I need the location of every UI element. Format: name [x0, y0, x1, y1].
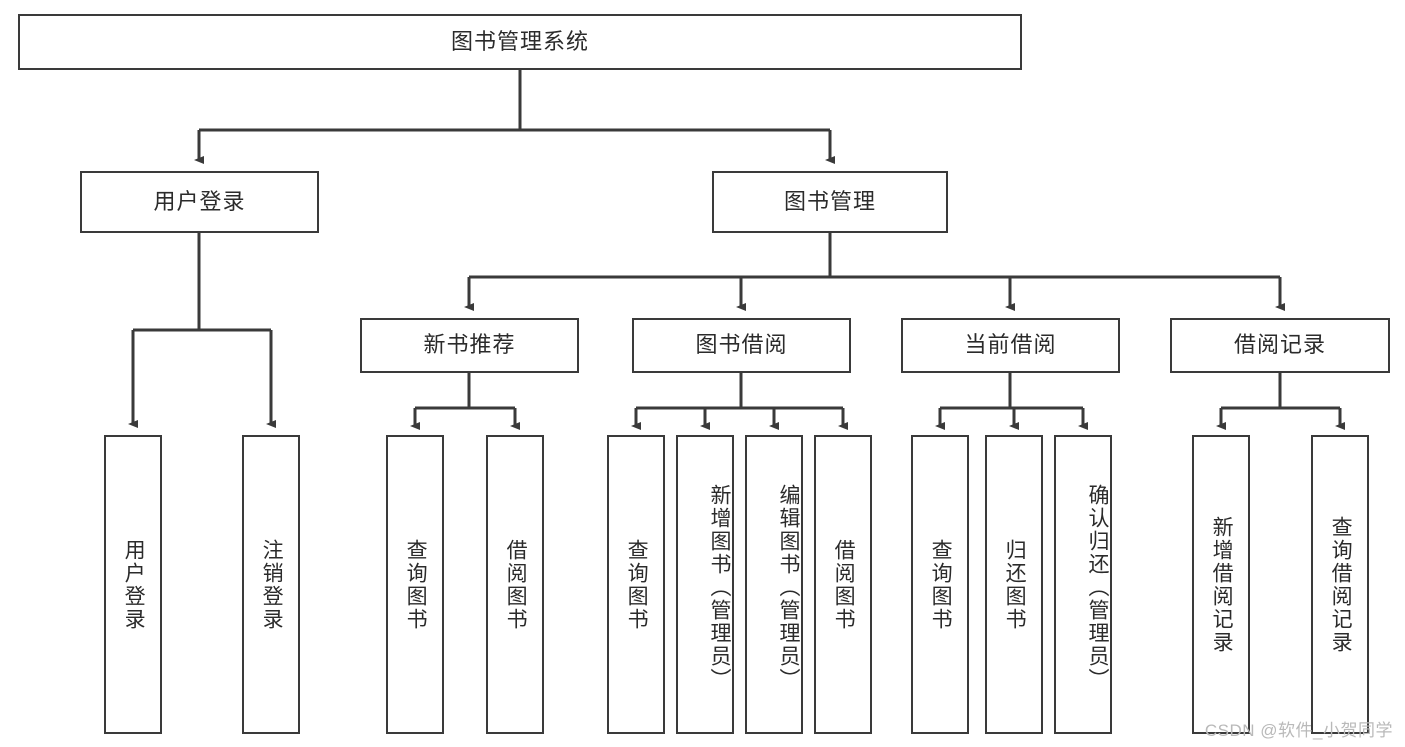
leaf-query-borrow-record[interactable]: 查询借阅记录	[1311, 435, 1369, 734]
node-new-book-recommend[interactable]: 新书推荐	[360, 318, 579, 373]
leaf-borrow-book[interactable]: 借阅图书	[814, 435, 872, 734]
node-book-management[interactable]: 图书管理	[712, 171, 948, 233]
node-root-system[interactable]: 图书管理系统	[18, 14, 1022, 70]
leaf-confirm-return-admin[interactable]: 确认归还（管理员）	[1054, 435, 1112, 734]
node-user-login[interactable]: 用户登录	[80, 171, 319, 233]
leaf-edit-book-admin[interactable]: 编辑图书（管理员）	[745, 435, 803, 734]
leaf-borrow-book-recommend[interactable]: 借阅图书	[486, 435, 544, 734]
node-book-borrow[interactable]: 图书借阅	[632, 318, 851, 373]
leaf-logout[interactable]: 注销登录	[242, 435, 300, 734]
node-current-borrow[interactable]: 当前借阅	[901, 318, 1120, 373]
leaf-query-book-recommend[interactable]: 查询图书	[386, 435, 444, 734]
watermark-text: CSDN @软件_小贺同学	[1204, 721, 1393, 740]
leaf-query-book-current[interactable]: 查询图书	[911, 435, 969, 734]
leaf-user-login[interactable]: 用户登录	[104, 435, 162, 734]
node-borrow-record[interactable]: 借阅记录	[1170, 318, 1390, 373]
leaf-query-book-borrow[interactable]: 查询图书	[607, 435, 665, 734]
leaf-add-borrow-record[interactable]: 新增借阅记录	[1192, 435, 1250, 734]
leaf-return-book[interactable]: 归还图书	[985, 435, 1043, 734]
leaf-add-book-admin[interactable]: 新增图书（管理员）	[676, 435, 734, 734]
